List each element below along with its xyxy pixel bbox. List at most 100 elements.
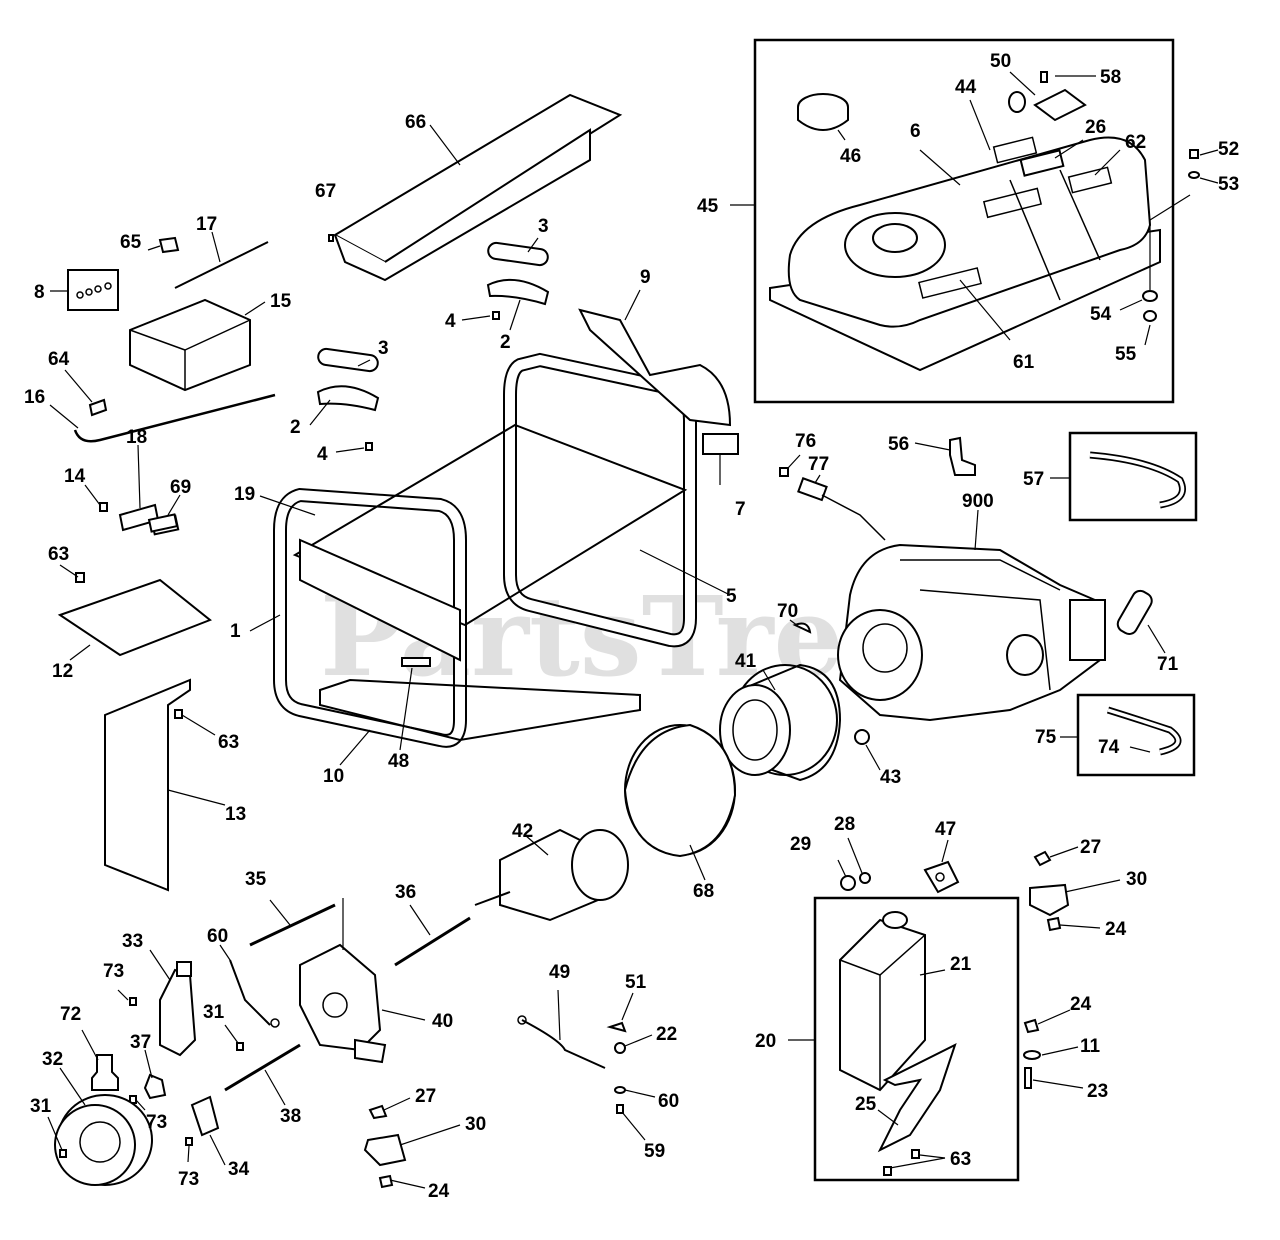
callout-51: 51	[625, 972, 647, 993]
callout-52: 52	[1218, 139, 1239, 160]
callout-31: 31	[30, 1096, 52, 1117]
callout-27: 27	[1080, 837, 1101, 858]
callout-27: 27	[415, 1086, 436, 1107]
callout-30: 30	[1126, 869, 1147, 890]
callout-53: 53	[1218, 174, 1239, 195]
callout-41: 41	[735, 651, 757, 672]
callout-30: 30	[465, 1114, 486, 1135]
callout-2: 2	[500, 332, 511, 353]
callout-28: 28	[834, 814, 855, 835]
callout-50: 50	[990, 51, 1011, 72]
callout-17: 17	[196, 214, 217, 235]
callout-36: 36	[395, 882, 416, 903]
small-hardware-right	[837, 837, 1121, 1089]
callout-57: 57	[1023, 469, 1044, 490]
callout-56: 56	[888, 434, 909, 455]
callout-34: 34	[228, 1159, 250, 1180]
callout-44: 44	[955, 77, 977, 98]
muffler-box	[788, 896, 1020, 1182]
callout-66: 66	[405, 112, 426, 133]
callout-46: 46	[840, 146, 861, 167]
callout-24: 24	[1070, 994, 1092, 1015]
callout-62: 62	[1125, 132, 1146, 153]
callout-48: 48	[388, 751, 409, 772]
callout-70: 70	[777, 601, 798, 622]
callout-11: 11	[1080, 1036, 1101, 1057]
callout-20: 20	[755, 1031, 776, 1052]
callout-73: 73	[178, 1169, 199, 1190]
part-number-labels: 1 2 2 3 3 4 4 5 6 7 8 9 10 11 12 13 14 1…	[24, 51, 1239, 1202]
callout-67: 67	[315, 181, 336, 202]
frame-part	[150, 289, 739, 766]
callout-12: 12	[52, 661, 73, 682]
callout-43: 43	[880, 767, 901, 788]
callout-35: 35	[245, 869, 267, 890]
left-components	[49, 231, 276, 892]
callout-37: 37	[130, 1032, 151, 1053]
callout-900: 900	[962, 491, 994, 512]
callout-32: 32	[42, 1049, 63, 1070]
top-shroud-part	[328, 93, 623, 282]
callout-14: 14	[64, 466, 86, 487]
callout-54: 54	[1090, 304, 1112, 325]
callout-26: 26	[1085, 117, 1106, 138]
callout-16: 16	[24, 387, 45, 408]
callout-5: 5	[726, 586, 737, 607]
callout-2: 2	[290, 417, 301, 438]
callout-38: 38	[280, 1106, 301, 1127]
callout-3: 3	[538, 216, 549, 237]
engine-part	[779, 436, 1166, 722]
callout-31: 31	[203, 1002, 225, 1023]
callout-19: 19	[234, 484, 255, 505]
callout-42: 42	[512, 821, 533, 842]
callout-23: 23	[1087, 1081, 1108, 1102]
callout-47: 47	[935, 819, 956, 840]
callout-77: 77	[808, 454, 829, 475]
callout-13: 13	[225, 804, 246, 825]
callout-7: 7	[735, 499, 746, 520]
callout-60: 60	[658, 1091, 679, 1112]
callout-72: 72	[60, 1004, 81, 1025]
callout-73: 73	[146, 1112, 167, 1133]
alternator-parts	[224, 663, 881, 1106]
hose-box-75	[1060, 693, 1196, 777]
callout-6: 6	[910, 121, 921, 142]
callout-3: 3	[378, 338, 389, 359]
callout-68: 68	[693, 881, 714, 902]
callout-74: 74	[1098, 737, 1120, 758]
callout-73: 73	[103, 961, 124, 982]
fuel-tank-kit-box	[730, 38, 1175, 404]
callout-4: 4	[445, 311, 456, 332]
callout-22: 22	[656, 1024, 677, 1045]
callout-63: 63	[48, 544, 69, 565]
callout-60: 60	[207, 926, 228, 947]
callout-49: 49	[549, 962, 570, 983]
callout-1: 1	[230, 621, 241, 642]
callout-24: 24	[1105, 919, 1127, 940]
callout-18: 18	[126, 427, 147, 448]
callout-64: 64	[48, 349, 70, 370]
callout-63: 63	[950, 1149, 971, 1170]
callout-63: 63	[218, 732, 239, 753]
callout-69: 69	[170, 477, 191, 498]
callout-71: 71	[1157, 654, 1179, 675]
callout-65: 65	[120, 232, 142, 253]
callout-9: 9	[640, 267, 651, 288]
callout-75: 75	[1035, 727, 1057, 748]
callout-58: 58	[1100, 67, 1121, 88]
callout-4: 4	[317, 444, 328, 465]
callout-29: 29	[790, 834, 811, 855]
callout-59: 59	[644, 1141, 665, 1162]
callout-15: 15	[270, 291, 292, 312]
tank-mount-hardware	[1119, 149, 1219, 346]
hose-box-57	[1050, 431, 1198, 522]
callout-45: 45	[697, 196, 719, 217]
callout-8: 8	[34, 282, 45, 303]
callout-40: 40	[432, 1011, 453, 1032]
starter-parts	[47, 944, 280, 1186]
callout-10: 10	[323, 766, 344, 787]
callout-25: 25	[855, 1094, 877, 1115]
callout-21: 21	[950, 954, 972, 975]
small-hardware-center	[363, 989, 656, 1189]
